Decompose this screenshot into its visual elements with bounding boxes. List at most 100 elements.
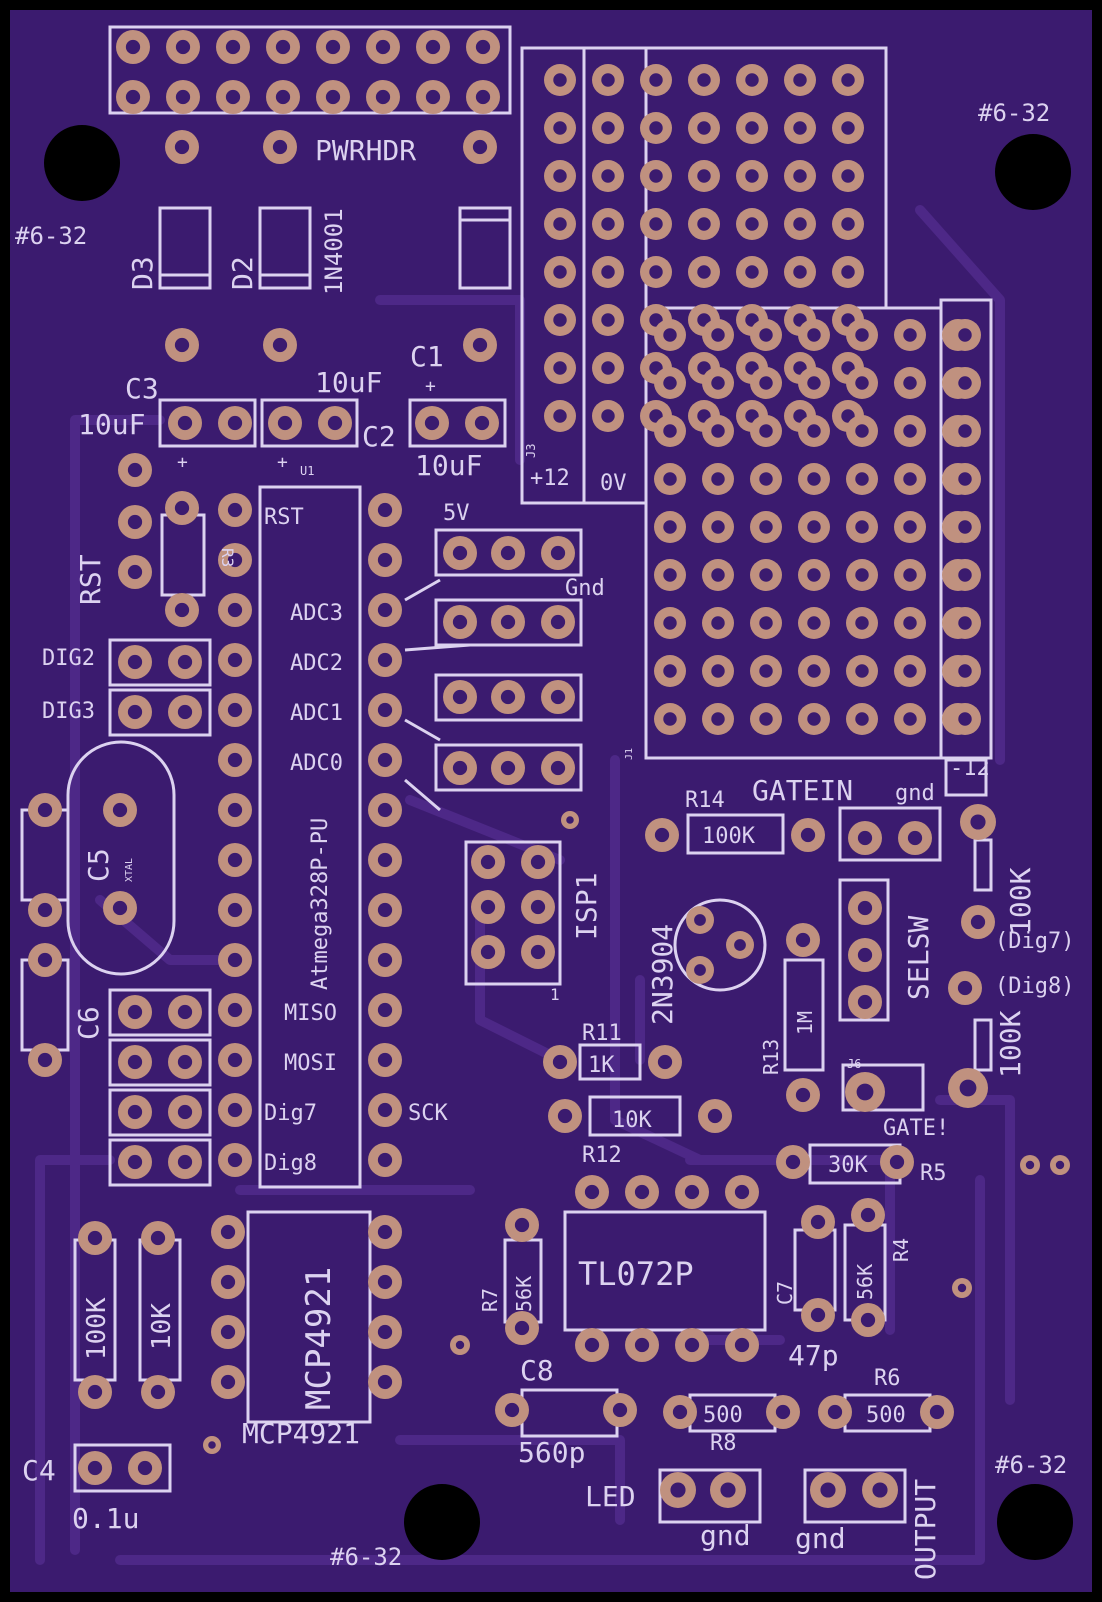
pad-drill (375, 39, 391, 55)
pad-drill (550, 545, 566, 561)
pad-drill (377, 1374, 393, 1390)
pad-drill (684, 1184, 700, 1200)
pad-drill (649, 73, 663, 87)
pad-drill (220, 1224, 236, 1240)
label-c8-val: 560p (518, 1436, 585, 1469)
pad-drill (745, 169, 759, 183)
pad-drill (112, 900, 128, 916)
pad-drill (227, 415, 243, 431)
pad-drill (377, 702, 393, 718)
label-gatein: GATEIN (752, 774, 853, 807)
label-mount-bl: #6-32 (330, 1543, 402, 1571)
label-c1-val: 10uF (315, 366, 382, 399)
pad-drill (807, 376, 821, 390)
label-5v: 5V (443, 501, 470, 526)
copper-pads (28, 30, 1070, 1508)
pad-drill (684, 1337, 700, 1353)
pad-drill (958, 568, 972, 582)
pad-drill (795, 932, 811, 948)
pad-drill (711, 520, 725, 534)
pad-drill (793, 169, 807, 183)
pad-drill (601, 121, 615, 135)
label-rst-pin: RST (264, 505, 304, 530)
pad-drill (745, 265, 759, 279)
label-diode-type: 1N4001 (320, 208, 348, 295)
pad-drill (208, 1441, 216, 1449)
pad-drill (514, 1320, 530, 1336)
pad-drill (889, 1154, 905, 1170)
label-gnd2: gnd (700, 1519, 751, 1552)
mount-hole-bl (404, 1484, 480, 1560)
pad-drill (759, 376, 773, 390)
label-r8-val: 500 (703, 1403, 743, 1428)
pad-drill (452, 614, 468, 630)
pad-drill (958, 424, 972, 438)
pad-drill (127, 1004, 143, 1020)
pad-drill (127, 564, 143, 580)
pad-drill (657, 1054, 673, 1070)
pad-drill (452, 689, 468, 705)
label-gate: GATE! (883, 1116, 949, 1141)
label-r13-val: 1M (793, 1011, 817, 1035)
pad-drill (807, 472, 821, 486)
label-r6-val: 500 (866, 1403, 906, 1428)
pad-drill (377, 1052, 393, 1068)
pad-drill (87, 1230, 103, 1246)
pad-drill (325, 89, 341, 105)
pad-drill (711, 568, 725, 582)
pad-drill (552, 1054, 568, 1070)
pad-drill (720, 1482, 736, 1498)
pad-drill (557, 1108, 573, 1124)
pad-drill (277, 415, 293, 431)
pad-drill (227, 1102, 243, 1118)
pad-drill (177, 1154, 193, 1170)
pad-drill (841, 73, 855, 87)
pad-drill (127, 1154, 143, 1170)
pad-drill (227, 952, 243, 968)
pad-drill (227, 1152, 243, 1168)
pad-drill (759, 328, 773, 342)
pad-drill (663, 424, 677, 438)
pad-drill (970, 914, 986, 930)
pad-drill (601, 265, 615, 279)
pad-drill (377, 1224, 393, 1240)
pad-drill (872, 1482, 888, 1498)
pad-drill (855, 616, 869, 630)
pad-drill (177, 1004, 193, 1020)
label-pot-bot: 100K (994, 1010, 1027, 1078)
pad-drill (127, 1054, 143, 1070)
label-selsw: SELSW (902, 916, 935, 1000)
pad-drill (177, 1054, 193, 1070)
pad-drill (601, 361, 615, 375)
label-d3: D3 (126, 256, 159, 290)
pad-drill (903, 616, 917, 630)
label-r3: R3 (218, 548, 237, 567)
pad-drill (663, 568, 677, 582)
pad-drill (480, 899, 496, 915)
label-gnd1: gnd (895, 781, 935, 806)
pad-drill (377, 502, 393, 518)
label-xtal: XTAL (124, 858, 135, 882)
label-u1: U1 (300, 464, 314, 478)
mount-hole-br (997, 1484, 1073, 1560)
pad-drill (227, 752, 243, 768)
label-r7: R7 (478, 1288, 502, 1312)
pad-drill (480, 854, 496, 870)
pad-drill (174, 602, 190, 618)
pad-drill (37, 1052, 53, 1068)
pad-drill (649, 169, 663, 183)
pad-drill (958, 712, 972, 726)
pad-drill (220, 1274, 236, 1290)
label-opamp: TL072P (578, 1255, 694, 1293)
label-r14-val: 100K (702, 824, 756, 849)
label-miso: MISO (284, 1001, 337, 1026)
pad-drill (807, 520, 821, 534)
label-dig3: DIG3 (42, 699, 95, 724)
label-adc1: ADC1 (290, 701, 343, 726)
label-gnd-hdr: Gnd (565, 576, 605, 601)
pad-drill (649, 217, 663, 231)
pad-drill (327, 415, 343, 431)
pad-drill (734, 939, 746, 951)
pad-drill (903, 328, 917, 342)
